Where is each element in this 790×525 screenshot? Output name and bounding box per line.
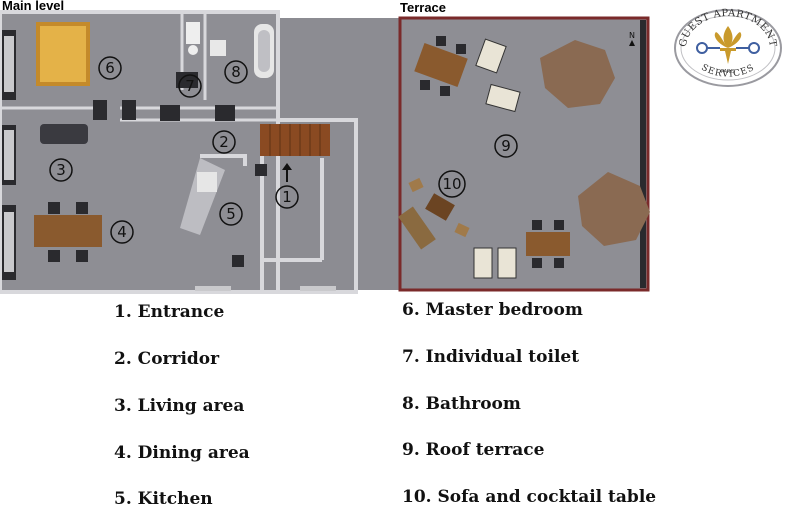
wall-block: [215, 105, 235, 121]
legend-dining-area: 4. Dining area: [114, 443, 250, 463]
cocktail-table: [425, 193, 455, 221]
room-marker-label: 2: [219, 133, 229, 151]
room-marker-label: 7: [185, 77, 195, 95]
room-marker-10: 10: [438, 170, 466, 198]
room-marker-label: 6: [105, 59, 115, 77]
window: [195, 286, 231, 291]
room-marker-1: 1: [275, 185, 299, 209]
terrace-railing: [640, 20, 646, 288]
chair: [532, 220, 542, 230]
main-level-heading: Main level: [2, 0, 65, 13]
sink: [210, 40, 226, 56]
chair: [420, 80, 430, 90]
dining-table: [34, 215, 102, 247]
chair: [532, 258, 542, 268]
lounge-chair: [485, 83, 521, 113]
legend-bathroom: 8. Bathroom: [402, 394, 521, 414]
window: [4, 130, 14, 180]
chair: [48, 250, 60, 262]
legend-master-bedroom: 6. Master bedroom: [402, 300, 583, 320]
door-frame: [232, 255, 244, 267]
room-marker-9: 9: [494, 134, 518, 158]
bed-mattress: [40, 26, 86, 82]
terrace-sofa: [398, 206, 436, 250]
room-marker-8: 8: [224, 60, 248, 84]
legend-kitchen: 5. Kitchen: [114, 489, 213, 509]
chair: [76, 202, 88, 214]
stair-steps: [269, 124, 321, 156]
window: [300, 286, 336, 291]
door-frame: [122, 100, 136, 120]
toilet-fixture: [186, 22, 200, 44]
chair: [456, 44, 466, 54]
chair: [554, 258, 564, 268]
room-marker-label: 9: [501, 137, 511, 155]
terrace-table: [526, 232, 570, 256]
room-marker-label: 1: [282, 188, 292, 206]
lounge-chair: [473, 247, 493, 279]
room-marker-label: 8: [231, 63, 241, 81]
staircase: [260, 124, 330, 156]
room-marker-6: 6: [98, 56, 122, 80]
fleur-de-lis-icon: [714, 26, 742, 64]
room-marker-label: 3: [56, 161, 66, 179]
chair: [48, 202, 60, 214]
compass-label: N: [629, 31, 635, 40]
umbrella: [578, 172, 650, 246]
door-frame: [255, 164, 267, 176]
compass-arrow-icon: [629, 40, 635, 46]
stove: [197, 172, 217, 192]
legend-entrance: 1. Entrance: [114, 302, 225, 322]
legend-individual-toilet: 7. Individual toilet: [402, 347, 580, 367]
chair: [76, 250, 88, 262]
chair: [554, 220, 564, 230]
terrace-heading: Terrace: [400, 0, 447, 15]
legend-living-area: 3. Living area: [114, 396, 245, 416]
stool: [454, 222, 470, 238]
chair: [440, 86, 450, 96]
legend-corridor: 2. Corridor: [114, 349, 220, 369]
terrace-table: [414, 43, 468, 87]
room-marker-label: 10: [442, 175, 461, 193]
lounge-chair: [497, 247, 517, 279]
room-marker-7: 7: [178, 74, 202, 98]
umbrella: [540, 40, 615, 108]
room-marker-3: 3: [49, 158, 73, 182]
bathtub-inner: [258, 30, 270, 72]
room-marker-4: 4: [110, 220, 134, 244]
window: [4, 36, 14, 92]
floor-plan: N 1 2 3 4 5 6 7 8 9 10: [0, 10, 650, 294]
lounge-chair: [475, 38, 507, 74]
door-frame: [93, 100, 107, 120]
room-marker-label: 4: [117, 223, 127, 241]
guest-apartment-services-logo: GUEST APARTMENT SERVICES PARIS: [674, 8, 782, 87]
legend-roof-terrace: 9. Roof terrace: [402, 440, 545, 460]
entrance-arrow-head: [282, 163, 292, 170]
toilet-fixture: [188, 45, 198, 55]
wall: [200, 154, 247, 166]
window: [4, 212, 14, 272]
room-marker-label: 5: [226, 205, 236, 223]
stool: [408, 177, 424, 193]
room-marker-5: 5: [219, 202, 243, 226]
chair: [436, 36, 446, 46]
room-marker-2: 2: [212, 130, 236, 154]
sofa: [40, 124, 88, 144]
legend-sofa-and-cocktail-table: 10. Sofa and cocktail table: [402, 487, 657, 507]
logo-middle-text: PARIS: [721, 69, 735, 75]
key-icon: [696, 42, 760, 54]
wall-block: [160, 105, 180, 121]
